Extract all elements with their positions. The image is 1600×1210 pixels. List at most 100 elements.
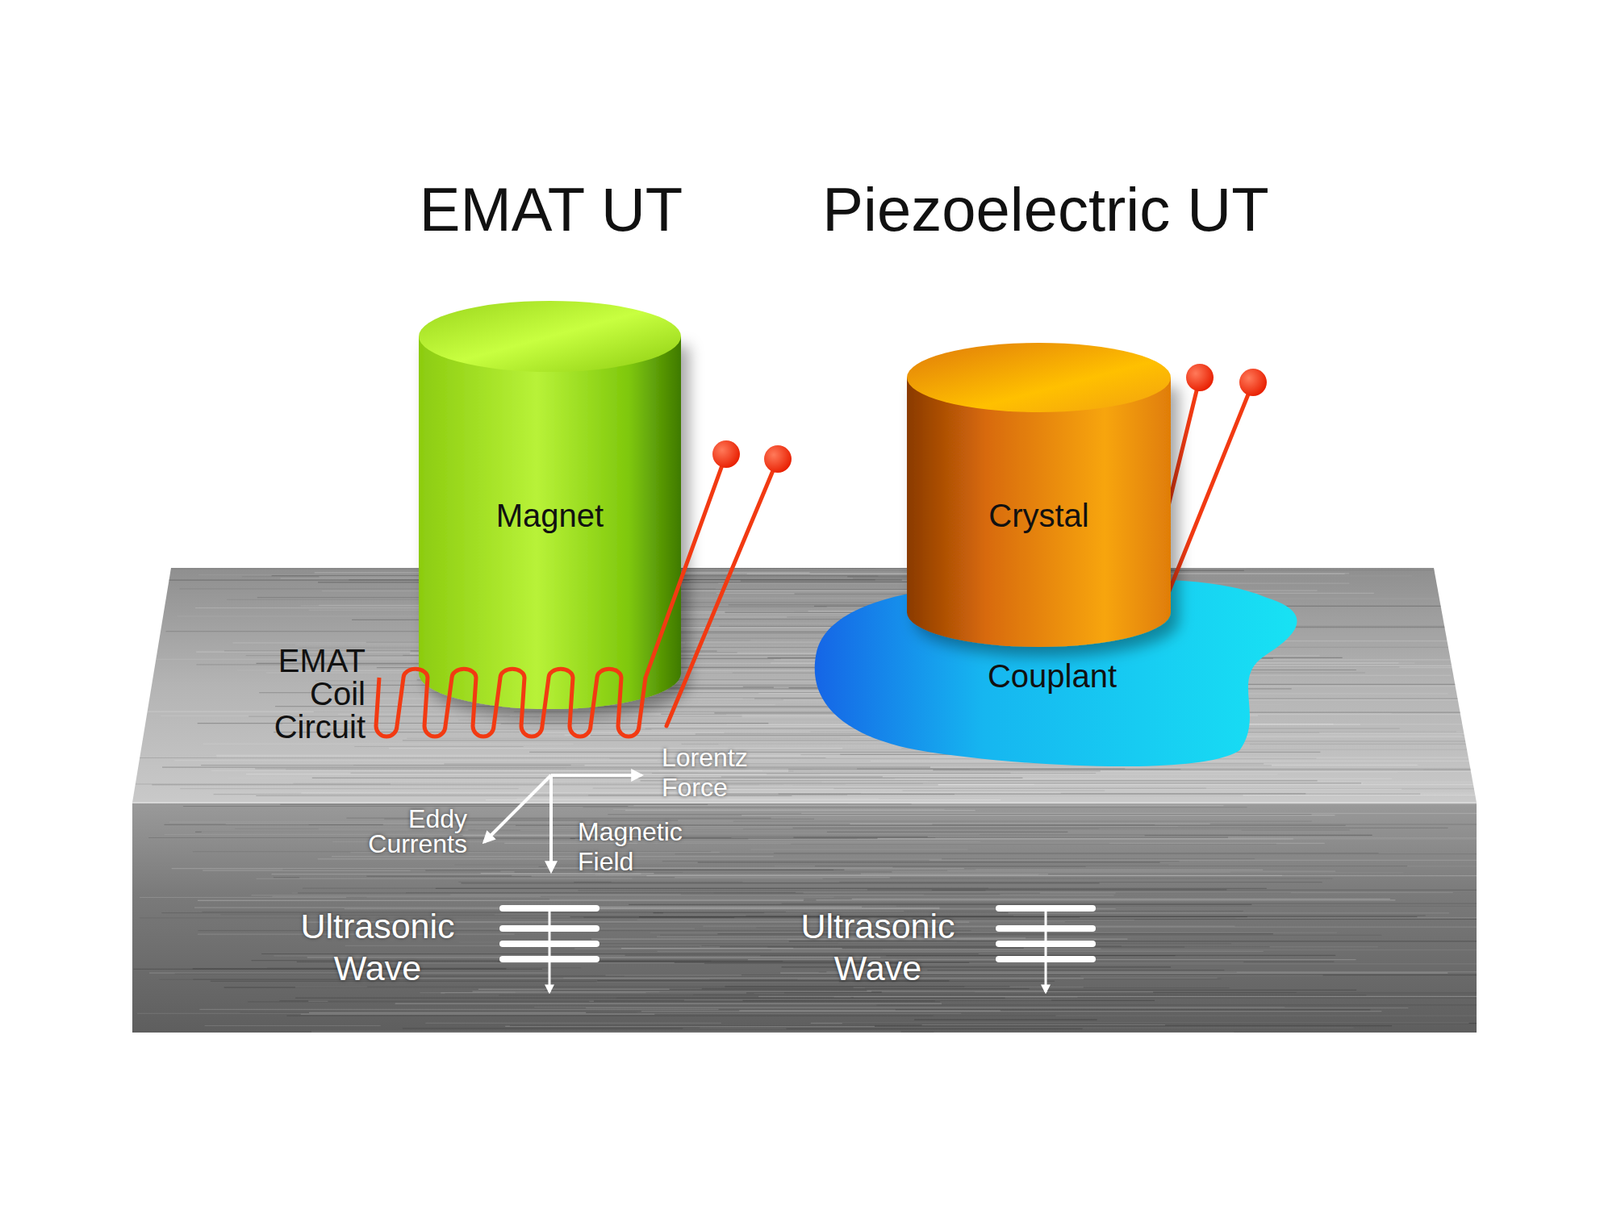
- texture-stroke: [201, 831, 828, 833]
- part-name: Crystal: [906, 497, 1171, 534]
- texture-stroke: [605, 974, 1323, 976]
- texture-stroke: [197, 900, 804, 902]
- texture-stroke: [921, 963, 1477, 965]
- texture-stroke: [199, 1009, 719, 1011]
- cylinder-side: [906, 377, 1171, 648]
- cylinder-top: [418, 300, 681, 372]
- lead-wire: [666, 459, 778, 727]
- texture-stroke: [881, 991, 1154, 993]
- texture-stroke: [161, 912, 765, 914]
- block-top-face: [132, 568, 1477, 803]
- texture-stroke: [742, 1000, 1155, 1002]
- texture-stroke: [613, 809, 945, 811]
- texture-stroke: [217, 756, 1047, 758]
- wave-symbols: [502, 908, 1093, 993]
- texture-stroke: [676, 782, 1364, 784]
- cylinder-top: [906, 342, 1171, 413]
- texture-stroke: [702, 789, 1402, 790]
- texture-stroke: [896, 906, 1477, 907]
- coil-label: EMAT Coil Circuit: [274, 644, 366, 744]
- node-outline: [906, 342, 1171, 648]
- texture-stroke: [929, 860, 1477, 861]
- texture-stroke: [354, 746, 523, 748]
- texture-stroke: [267, 967, 581, 969]
- wave-symbol: [998, 908, 1093, 993]
- texture-stroke: [922, 1024, 1166, 1026]
- texture-stroke: [812, 769, 1424, 771]
- wave-direction: [548, 908, 552, 993]
- texture-stroke: [819, 773, 1278, 775]
- texture-stroke: [625, 810, 976, 811]
- wave-direction: [1044, 908, 1048, 993]
- lead-wire: [645, 454, 727, 678]
- texture-stroke: [478, 989, 670, 991]
- texture-stroke: [785, 1028, 1082, 1030]
- texture-stroke: [216, 755, 1043, 757]
- texture-stroke: [271, 896, 540, 898]
- texture-stroke: [902, 789, 1105, 791]
- texture-stroke: [914, 1019, 1098, 1021]
- texture-stroke: [171, 868, 965, 869]
- texture-stroke: [139, 897, 347, 899]
- texture-stroke: [856, 838, 1477, 840]
- texture-stroke: [741, 814, 1335, 816]
- texture-stroke: [933, 1031, 1234, 1033]
- texture-stroke: [311, 1031, 902, 1032]
- texture-stroke: [587, 957, 1041, 959]
- brushed-texture: [132, 568, 1600, 801]
- texture-stroke: [611, 881, 840, 883]
- texture-stroke: [554, 872, 1230, 874]
- brushed-texture: [133, 802, 1477, 1033]
- texture-stroke: [650, 932, 1337, 934]
- texture-stroke: [927, 969, 1225, 971]
- texture-stroke: [250, 894, 1114, 896]
- texture-stroke: [657, 951, 1264, 953]
- wave-label: Ultrasonic Wave: [300, 906, 455, 990]
- texture-stroke: [702, 925, 1235, 927]
- texture-stroke: [151, 784, 938, 786]
- texture-stroke: [203, 743, 574, 744]
- texture-stroke: [204, 1025, 381, 1027]
- texture-stroke: [795, 892, 1454, 894]
- texture-stroke: [710, 978, 1222, 980]
- texture-stroke: [866, 990, 1045, 992]
- texture-stroke: [847, 794, 1600, 796]
- texture-stroke: [784, 992, 1477, 994]
- texture-stroke: [163, 824, 383, 826]
- texture-stroke: [773, 852, 1379, 854]
- texture-stroke: [641, 1010, 1383, 1012]
- texture-stroke: [183, 806, 628, 807]
- texture-stroke: [931, 889, 1477, 891]
- texture-stroke: [931, 823, 1477, 825]
- block-edge: [132, 802, 1477, 804]
- texture-stroke: [164, 834, 980, 836]
- texture-stroke: [485, 799, 1001, 801]
- texture-stroke: [200, 764, 585, 766]
- texture-stroke: [721, 776, 883, 778]
- texture-stroke: [697, 862, 1161, 864]
- texture-stroke: [445, 993, 755, 995]
- texture-stroke: [628, 904, 1252, 906]
- texture-stroke: [663, 912, 1450, 914]
- texture-stroke: [271, 873, 1049, 875]
- texture-stroke: [213, 793, 955, 795]
- texture-stroke: [852, 898, 1391, 900]
- field-arrow: [549, 775, 553, 872]
- vector-label: Magnetic Field: [577, 817, 683, 878]
- crystal-cylinder: Crystal: [906, 342, 1171, 648]
- texture-stroke: [699, 1027, 1354, 1028]
- texture-stroke: [895, 1009, 1371, 1011]
- texture-stroke: [425, 1023, 721, 1024]
- texture-stroke: [137, 1013, 961, 1015]
- texture-stroke: [192, 979, 798, 981]
- texture-stroke: [402, 1027, 683, 1029]
- texture-stroke: [722, 782, 1362, 784]
- texture-stroke: [595, 873, 1040, 875]
- texture-stroke: [460, 882, 1099, 884]
- texture-stroke: [498, 994, 1367, 996]
- texture-stroke: [647, 836, 928, 838]
- terminal: [1239, 368, 1267, 397]
- texture-stroke: [842, 1023, 1477, 1024]
- texture-stroke: [202, 911, 787, 913]
